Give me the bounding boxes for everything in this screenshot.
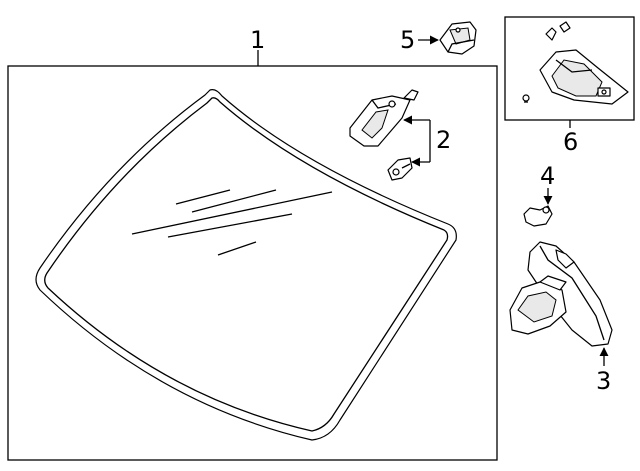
callout-5-label: 5 — [400, 26, 415, 54]
mirror-mount-bracket — [349, 89, 419, 147]
callout-1-label: 1 — [250, 26, 265, 54]
windshield-glass — [35, 89, 457, 441]
glass-reflection — [217, 241, 257, 256]
sensor-mount-bracket — [387, 157, 413, 181]
rearview-mirror — [509, 241, 613, 347]
callout-2-label: 2 — [436, 126, 451, 154]
callout-3-label: 3 — [596, 367, 611, 395]
callout-6-label: 6 — [563, 128, 578, 156]
glass-reflection — [131, 191, 333, 235]
mirror-bracket — [523, 205, 553, 227]
callout-4-label: 4 — [540, 162, 555, 190]
glass-reflection — [167, 213, 293, 238]
glass-reflection — [191, 189, 277, 213]
windshield-assembly-frame — [7, 65, 498, 461]
glass-reflection — [175, 189, 231, 205]
rain-sensor — [439, 21, 477, 55]
sensor-cover — [522, 21, 629, 105]
